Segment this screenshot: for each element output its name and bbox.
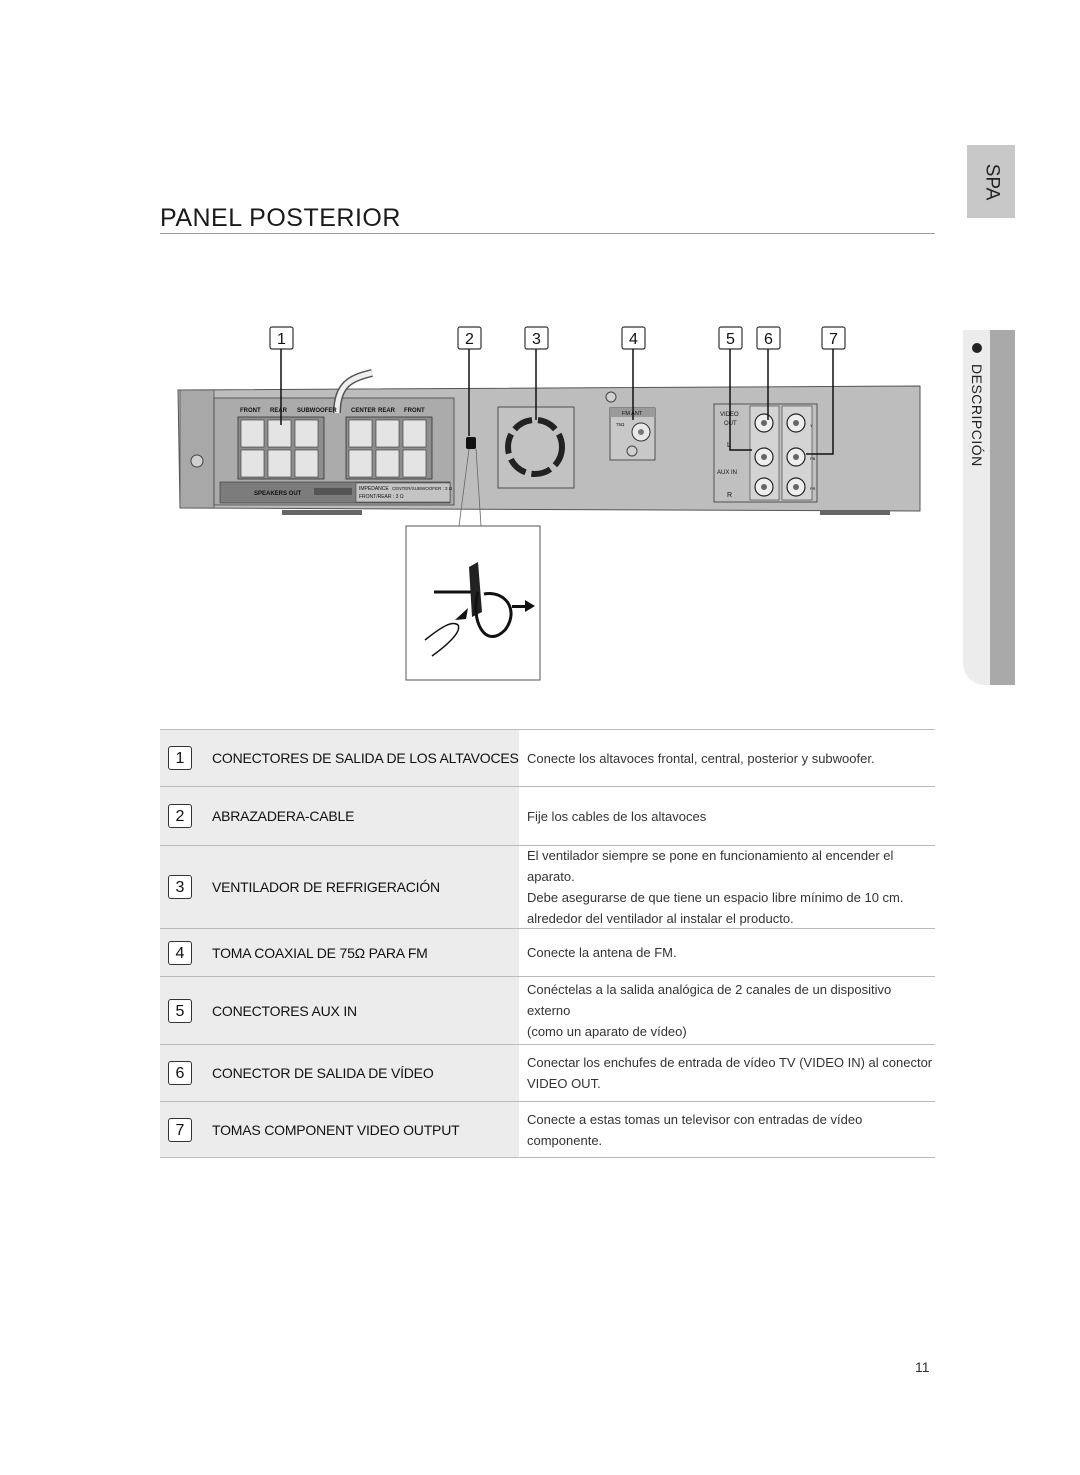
row-number: 4: [168, 940, 192, 965]
row-label-cell: 2 ABRAZADERA-CABLE: [160, 787, 519, 845]
speaker-terminals: SPEAKERS OUT IMPEDANCE CENTER/SUBWOOFER …: [219, 416, 453, 504]
table-row: 1 CONECTORES DE SALIDA DE LOS ALTAVOCES …: [160, 729, 935, 786]
label-impedance: IMPEDANCE: [359, 486, 389, 492]
description-line: Conecte a estas tomas un televisor con e…: [527, 1111, 863, 1148]
row-number: 7: [168, 1117, 192, 1142]
table-row: 3 VENTILADOR DE REFRIGERACIÓN El ventila…: [160, 845, 935, 928]
label-aux-in: AUX IN: [717, 470, 737, 476]
row-description: Conectar los enchufes de entrada de víde…: [519, 1045, 935, 1101]
row-number: 3: [168, 875, 192, 899]
row-number: 5: [168, 998, 192, 1023]
row-label: TOMAS COMPONENT VIDEO OUTPUT: [212, 1121, 460, 1138]
rear-panel-diagram: 1 2 3 4 5 6 7 FRONT REAR SUBWOOFE: [177, 326, 921, 681]
label-y: Y: [810, 423, 813, 428]
cooling-fan: [497, 406, 575, 489]
label-speakers-out: SPEAKERS OUT: [254, 491, 302, 497]
label-pb: PB: [810, 456, 816, 461]
table-row: 5 CONECTORES AUX IN Conéctelas a la sali…: [160, 976, 935, 1044]
row-description: El ventilador siempre se pone en funcion…: [519, 846, 935, 928]
label-r: R: [727, 492, 732, 499]
row-description: Conecte los altavoces frontal, central, …: [519, 730, 935, 786]
description-line: alrededor del ventilador al instalar el …: [527, 911, 794, 926]
callout-6-label: 6: [764, 331, 773, 348]
callout-7-label: 7: [829, 331, 838, 348]
callout-1-label: 1: [277, 331, 286, 348]
description-line: Conecte los altavoces frontal, central, …: [527, 750, 875, 766]
row-label: ABRAZADERA-CABLE: [212, 808, 355, 824]
row-label-cell: 7 TOMAS COMPONENT VIDEO OUTPUT: [160, 1102, 519, 1157]
section-side-label: DESCRIPCIÓN: [964, 340, 990, 490]
row-number: 1: [168, 746, 192, 770]
clamp-zoom-inset: [405, 448, 541, 681]
label-front-l: FRONT: [404, 408, 425, 414]
label-center: CENTER: [351, 408, 376, 414]
row-number: 6: [168, 1061, 192, 1085]
label-rear-l: REAR: [378, 408, 396, 414]
label-imp-front: FRONT/REAR : 3 Ω: [359, 494, 404, 500]
language-tab: SPA: [967, 145, 1015, 218]
callout-2-label: 2: [465, 331, 474, 348]
label-subwoofer: SUBWOOFER: [297, 408, 337, 414]
row-description: Conecte a estas tomas un televisor con e…: [519, 1102, 935, 1157]
row-label-cell: 1 CONECTORES DE SALIDA DE LOS ALTAVOCES: [160, 730, 519, 786]
callout-6: 6: [756, 326, 781, 350]
description-line: El ventilador siempre se pone en funcion…: [527, 848, 894, 884]
row-label: CONECTORES AUX IN: [212, 1002, 357, 1019]
description-line: Conéctelas a la salida analógica de 2 ca…: [527, 982, 892, 1018]
label-rear-r: REAR: [270, 408, 288, 414]
side-tab-light: [963, 330, 990, 685]
label-l: L: [727, 442, 731, 449]
label-front-r: FRONT: [240, 408, 261, 414]
page-number: 11: [915, 1359, 930, 1375]
callout-3-label: 3: [532, 331, 541, 348]
row-description: Conéctelas a la salida analógica de 2 ca…: [519, 977, 935, 1044]
label-imp-center: CENTER/SUBWOOFER : 3 Ω: [392, 486, 453, 491]
row-label-cell: 3 VENTILADOR DE REFRIGERACIÓN: [160, 846, 519, 928]
label-pr: PR: [810, 486, 816, 491]
description-line: Conecte la antena de FM.: [527, 945, 677, 960]
callout-4-label: 4: [629, 331, 638, 348]
callout-leaders: [280, 349, 834, 455]
description-table: 1 CONECTORES DE SALIDA DE LOS ALTAVOCES …: [160, 729, 935, 1158]
row-label: TOMA COAXIAL DE 75Ω PARA FM: [212, 944, 428, 961]
side-tab-gray: [990, 330, 1015, 685]
row-label-cell: 4 TOMA COAXIAL DE 75Ω PARA FM: [160, 929, 519, 976]
callout-5: 5: [718, 326, 743, 350]
callout-1: 1: [269, 326, 294, 350]
title-divider: [160, 233, 935, 234]
row-label-cell: 5 CONECTORES AUX IN: [160, 977, 519, 1044]
row-label: VENTILADOR DE REFRIGERACIÓN: [212, 879, 440, 895]
row-label: CONECTOR DE SALIDA DE VÍDEO: [212, 1065, 434, 1081]
table-row: 2 ABRAZADERA-CABLE Fije los cables de lo…: [160, 786, 935, 845]
callout-2: 2: [457, 326, 482, 350]
row-description: Conecte la antena de FM.: [519, 929, 935, 976]
table-row: 6 CONECTOR DE SALIDA DE VÍDEO Conectar l…: [160, 1044, 935, 1101]
callout-7: 7: [821, 326, 846, 350]
callout-3: 3: [524, 326, 549, 350]
callout-4: 4: [621, 326, 646, 350]
description-line: Debe asegurarse de que tiene un espacio …: [527, 890, 904, 905]
table-row: 4 TOMA COAXIAL DE 75Ω PARA FM Conecte la…: [160, 928, 935, 976]
row-description: Fije los cables de los altavoces: [519, 787, 935, 845]
row-number: 2: [168, 804, 192, 828]
description-line: Conectar los enchufes de entrada de víde…: [527, 1055, 933, 1070]
av-jacks: VIDEO OUT L AUX IN R Y PB PR: [713, 403, 818, 503]
description-line: Fije los cables de los altavoces: [527, 808, 707, 824]
description-line: VIDEO OUT.: [527, 1076, 601, 1091]
row-label: CONECTORES DE SALIDA DE LOS ALTAVOCES: [212, 750, 519, 766]
bullet-icon: [972, 343, 982, 353]
description-line: (como un aparato de vídeo): [527, 1024, 687, 1039]
label-fm-75: 75Ω: [616, 422, 625, 427]
callout-5-label: 5: [726, 331, 735, 348]
page-title: PANEL POSTERIOR: [160, 204, 401, 232]
row-label-cell: 6 CONECTOR DE SALIDA DE VÍDEO: [160, 1045, 519, 1101]
table-row: 7 TOMAS COMPONENT VIDEO OUTPUT Conecte a…: [160, 1101, 935, 1158]
cable-clamp: [466, 437, 476, 449]
